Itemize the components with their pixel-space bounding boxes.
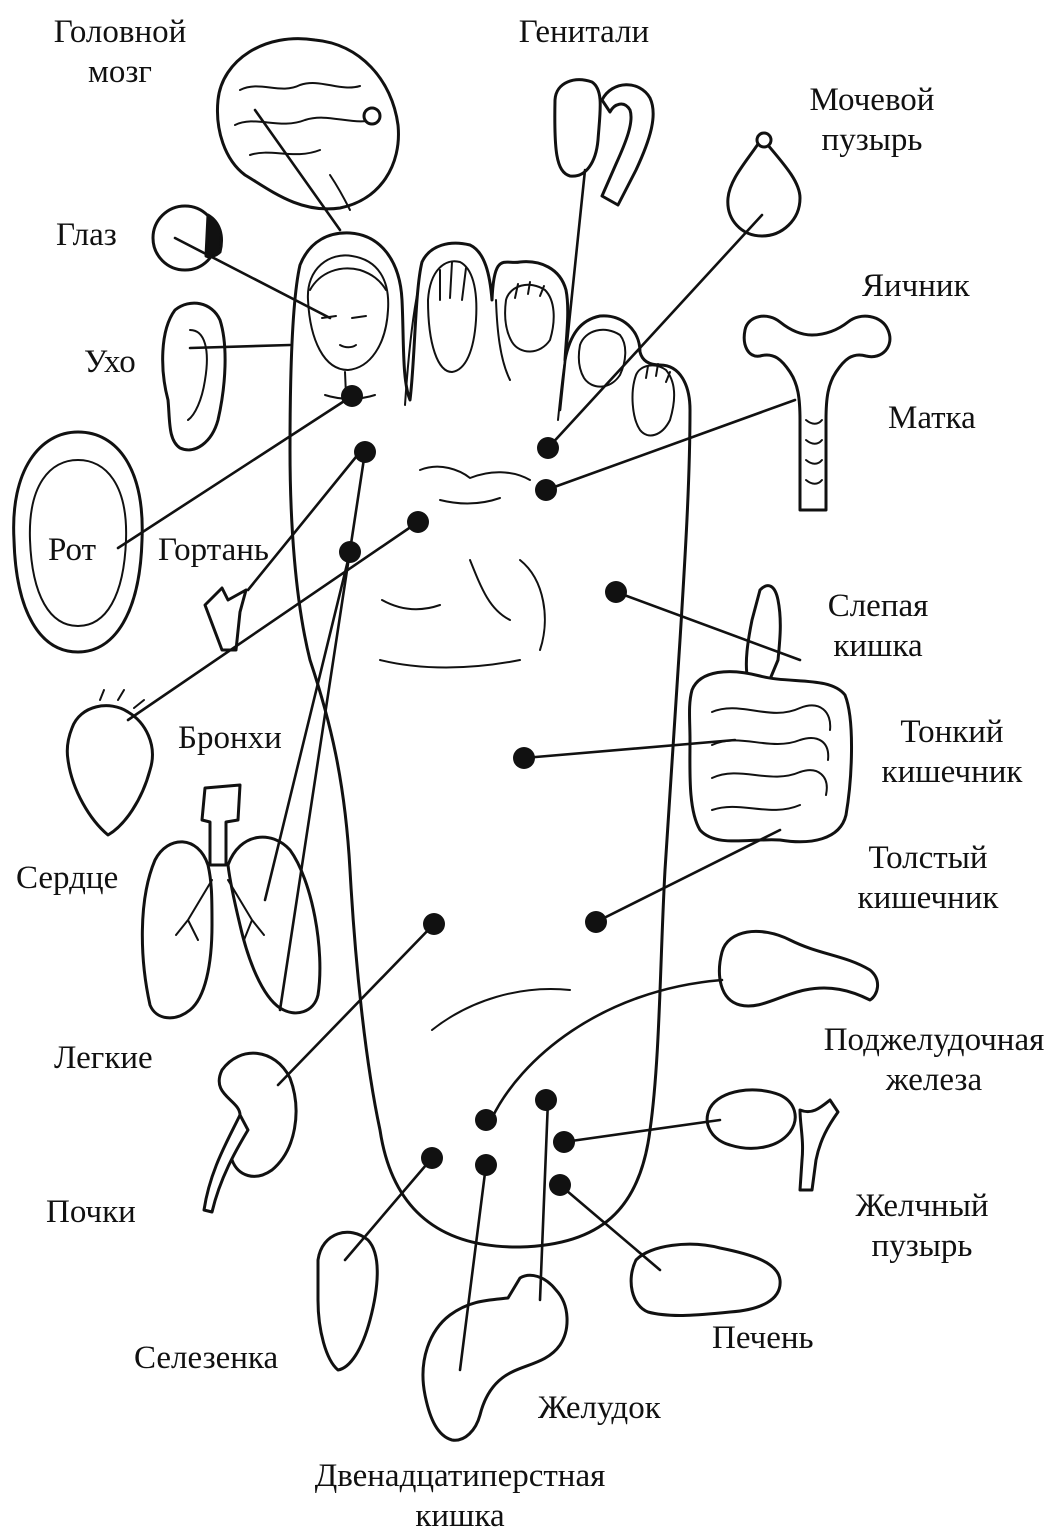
label-kidneys: Почки <box>46 1192 136 1232</box>
label-eye: Глаз <box>56 215 117 255</box>
child-face-drawing <box>308 255 388 398</box>
label-heart: Сердце <box>16 858 118 898</box>
liver-drawing <box>631 1244 780 1315</box>
larynx-drawing <box>205 588 246 650</box>
eye-drawing <box>153 206 222 270</box>
ear-drawing <box>163 303 225 450</box>
intestines-drawing <box>690 672 852 842</box>
reflex-points <box>339 385 627 1196</box>
lungs-drawing <box>142 785 320 1018</box>
label-bronchi: Бронхи <box>178 718 282 758</box>
label-liver: Печень <box>712 1318 814 1358</box>
spleen-drawing <box>318 1232 377 1370</box>
label-ovary: Яичник <box>862 266 970 306</box>
label-mouth: Рот <box>48 530 96 570</box>
label-uterus: Матка <box>888 398 976 438</box>
foot-outline <box>290 233 690 1247</box>
label-larynx: Гортань <box>158 530 269 570</box>
cecum-drawing <box>746 586 780 684</box>
label-genitals: Генитали <box>519 12 649 52</box>
label-ear: Ухо <box>84 342 136 382</box>
pancreas-drawing <box>719 931 877 1006</box>
toe-hand-drawings <box>428 261 674 435</box>
kidney-drawing <box>204 1053 296 1212</box>
label-stomach: Желудок <box>538 1388 661 1428</box>
bladder-drawing <box>728 133 800 236</box>
label-lungs: Легкие <box>54 1038 153 1078</box>
label-spleen: Селезенка <box>134 1338 278 1378</box>
ovary-uterus-drawing <box>744 316 890 510</box>
genitals-drawing <box>555 80 653 205</box>
gallbladder-drawing <box>707 1090 838 1190</box>
torso-sketch <box>380 467 570 1030</box>
